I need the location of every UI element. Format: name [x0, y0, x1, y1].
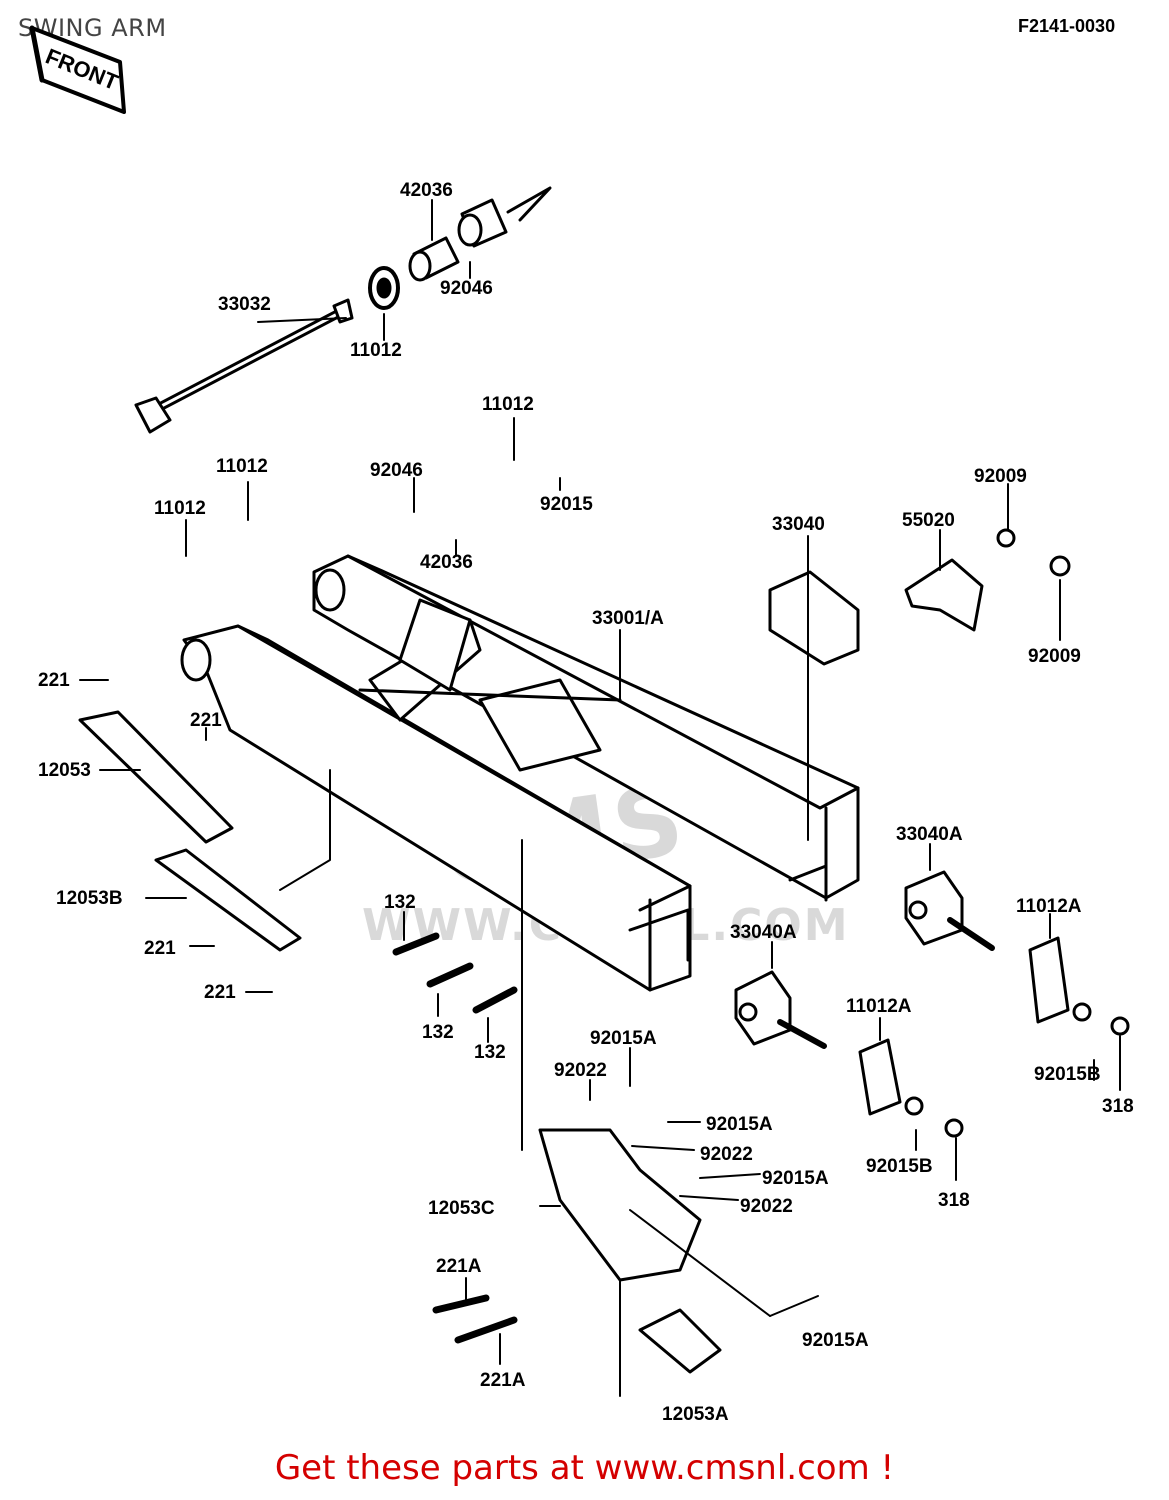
part-label: 92015A: [706, 1114, 773, 1135]
part-label: 221: [204, 982, 236, 1003]
part-label: 92015A: [590, 1028, 657, 1049]
chain-adjuster-upper: [904, 870, 995, 951]
part-label: 92046: [370, 460, 423, 481]
part-label: 33040: [772, 514, 825, 535]
adjuster-plate-lower: [858, 1038, 902, 1116]
part-label: 33001/A: [592, 608, 664, 629]
part-label: 33032: [218, 294, 271, 315]
part-label: 92022: [740, 1196, 793, 1217]
part-label: 11012: [482, 394, 534, 415]
bolt-221a-b: [454, 1316, 518, 1344]
part-label: 92015A: [802, 1330, 869, 1351]
part-label: 221: [190, 710, 222, 731]
part-label: 33040A: [730, 922, 797, 943]
nut-upper-a: [1072, 1002, 1092, 1022]
part-label: 132: [384, 892, 416, 913]
part-label: 221A: [436, 1256, 482, 1277]
part-label: 221: [144, 938, 176, 959]
part-label: 132: [422, 1022, 454, 1043]
bolt-132-a: [392, 932, 440, 956]
part-label: 11012A: [846, 996, 912, 1017]
bolt-92009-upper: [996, 528, 1016, 548]
bolt-132-b: [426, 962, 474, 988]
front-arrow-marker: FRONT: [29, 25, 126, 114]
part-label: 318: [938, 1190, 970, 1211]
part-label: 12053A: [662, 1404, 729, 1425]
leader-lines: [79, 199, 1121, 1397]
part-label: 318: [1102, 1096, 1134, 1117]
bushing-upper: [408, 236, 460, 282]
chain-guide-slider-12053a: [638, 1308, 722, 1374]
nut-upper-b: [1110, 1016, 1130, 1036]
part-label: 221: [38, 670, 70, 691]
swing-arm-body: [180, 554, 860, 992]
part-label: 132: [474, 1042, 506, 1063]
part-label: 12053C: [428, 1198, 495, 1219]
part-label: 55020: [902, 510, 955, 531]
part-label: 92015B: [866, 1156, 933, 1177]
adjuster-plate-upper: [1028, 936, 1070, 1024]
part-label: 92015B: [1034, 1064, 1101, 1085]
part-label: 12053: [38, 760, 91, 781]
bolt-132-c: [472, 986, 518, 1014]
part-label: 92022: [700, 1144, 753, 1165]
bolt-221a-a: [432, 1294, 490, 1314]
diagram-code: F2141-0030: [1018, 16, 1116, 36]
axis-arrow-upper: [506, 186, 552, 222]
part-label: 42036: [400, 180, 453, 201]
nut-lower-b: [944, 1118, 964, 1138]
part-label: 92015: [540, 494, 593, 515]
part-label: 92009: [1028, 646, 1081, 667]
chain-guide-bracket: [768, 570, 860, 666]
part-label: 92022: [554, 1060, 607, 1081]
part-label: 92046: [440, 278, 493, 299]
bolt-92009-lower: [1049, 555, 1071, 577]
footer-link-text[interactable]: Get these parts at www.cmsnl.com !: [274, 1448, 895, 1488]
chain-slider-12053: [78, 710, 234, 844]
chain-guide-12053c: [538, 1128, 702, 1282]
plate-55020: [904, 558, 984, 632]
part-label: 92015A: [762, 1168, 829, 1189]
nut-lower-a: [904, 1096, 924, 1116]
part-label: 33040A: [896, 824, 963, 845]
part-label: 11012A: [1016, 896, 1082, 917]
chain-adjuster-lower: [734, 970, 827, 1049]
part-label: 11012: [216, 456, 268, 477]
part-label: 12053B: [56, 888, 123, 909]
chain-slider-12053b: [154, 848, 302, 952]
part-label: 221A: [480, 1370, 526, 1391]
sleeve-upper: [457, 198, 508, 248]
collar-upper: [368, 266, 400, 310]
part-labels: 42036 92046 33032 11012 11012 92046 9201…: [38, 180, 1134, 1425]
part-label: 42036: [420, 552, 473, 573]
part-label: 11012: [154, 498, 206, 519]
part-label: 11012: [350, 340, 402, 361]
pivot-shaft: [134, 298, 354, 434]
part-label: 92009: [974, 466, 1027, 487]
